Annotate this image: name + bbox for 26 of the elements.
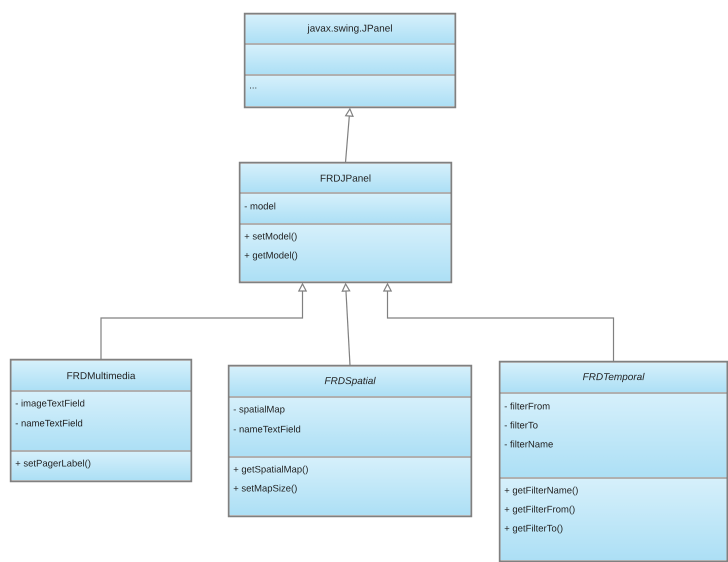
class-box bbox=[10, 358, 192, 482]
method-text: + setPagerLabel() bbox=[16, 460, 90, 468]
attribute-text: - nameTextField bbox=[234, 426, 300, 432]
class-name: FRDMultimedia bbox=[67, 372, 136, 380]
method-text: + getFilterFrom() bbox=[504, 506, 575, 514]
attribute-text: - filterName bbox=[504, 440, 553, 448]
class-name: javax.swing.JPanel bbox=[307, 24, 392, 34]
attribute-text: - nameTextField bbox=[16, 420, 82, 426]
method-text: + getFilterName() bbox=[504, 486, 578, 496]
attribute-text: - model bbox=[244, 202, 276, 210]
class-box bbox=[238, 162, 452, 284]
class-box bbox=[244, 12, 456, 108]
method-text: + getModel() bbox=[244, 252, 298, 260]
class-box bbox=[228, 364, 472, 518]
class-name: FRDTemporal bbox=[582, 372, 645, 382]
method-text: + getFilterTo() bbox=[504, 524, 562, 534]
class-name: FRDJPanel bbox=[320, 174, 370, 182]
method-text: + getSpatialMap() bbox=[234, 466, 308, 474]
attribute-text: - imageTextField bbox=[16, 400, 84, 408]
attribute-text: - filterFrom bbox=[504, 402, 550, 410]
method-text: + setModel() bbox=[244, 232, 297, 242]
attribute-text: - spatialMap bbox=[234, 406, 285, 414]
attribute-text: - filterTo bbox=[504, 422, 538, 428]
class-name: FRDSpatial bbox=[324, 376, 376, 386]
method-text: + setMapSize() bbox=[234, 484, 297, 494]
class-box bbox=[498, 360, 728, 562]
